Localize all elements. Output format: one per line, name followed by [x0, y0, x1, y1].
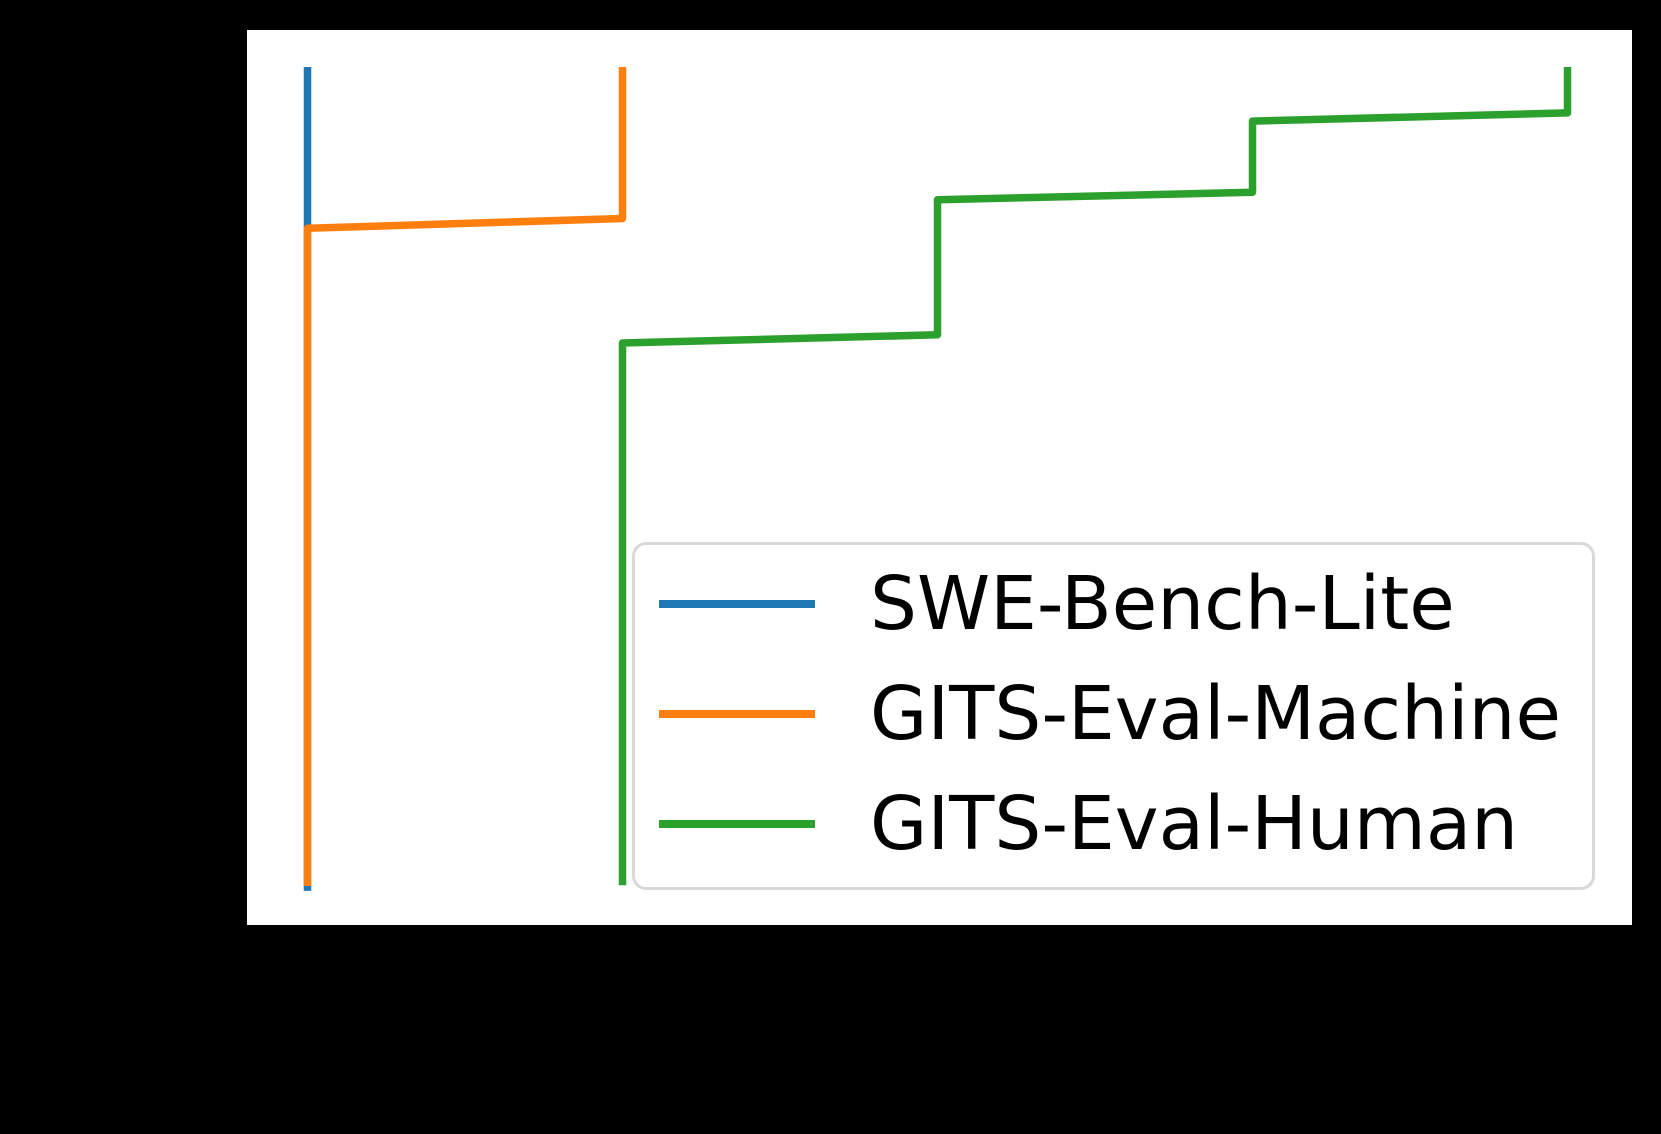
legend-swatch-gits-eval-machine [659, 710, 815, 718]
legend-label-swe-bench-lite: SWE-Bench-Lite [870, 561, 1455, 647]
legend-item-gits-eval-human: GITS-Eval-Human [635, 769, 1592, 879]
legend-label-gits-eval-machine: GITS-Eval-Machine [870, 671, 1561, 757]
legend-item-swe-bench-lite: SWE-Bench-Lite [635, 549, 1592, 659]
legend-box: SWE-Bench-Lite GITS-Eval-Machine GITS-Ev… [632, 542, 1595, 890]
chart-lines [303, 67, 1572, 891]
legend-label-gits-eval-human: GITS-Eval-Human [870, 781, 1519, 867]
series-line-gits-eval-human [618, 67, 1572, 886]
legend-item-gits-eval-machine: GITS-Eval-Machine [635, 659, 1592, 769]
legend-swatch-gits-eval-human [659, 820, 815, 828]
legend-swatch-swe-bench-lite [659, 600, 815, 608]
series-line-gits-eval-machine [303, 67, 627, 886]
plot-area: SWE-Bench-Lite GITS-Eval-Machine GITS-Ev… [247, 30, 1632, 925]
